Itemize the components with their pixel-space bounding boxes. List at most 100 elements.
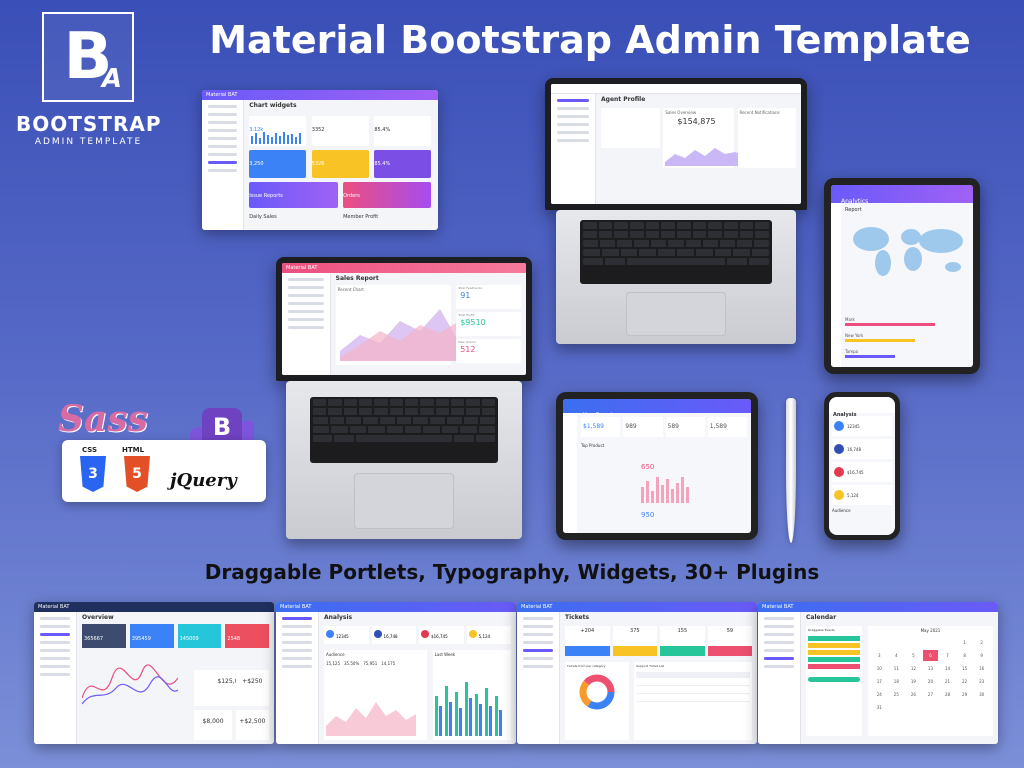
section-title: Support Ticket List xyxy=(636,664,665,668)
stat-value: +204 xyxy=(580,628,595,634)
calendar-day[interactable]: 17 xyxy=(876,679,882,684)
stat-value: 5,124 xyxy=(847,492,859,498)
calendar-day[interactable]: 2 xyxy=(980,640,983,645)
screen-title: Chart widgets xyxy=(249,102,297,109)
calendar-day[interactable]: 10 xyxy=(876,666,882,671)
legend-label: Mark xyxy=(845,317,855,322)
stat-value: 12345 xyxy=(336,634,349,639)
stat-value: $16,745 xyxy=(847,469,864,475)
kpi-value: 91 xyxy=(460,291,471,300)
calendar-day[interactable]: 28 xyxy=(944,692,951,697)
laptop-agent-profile: Agent Profile Sales Overview $154,875 Re… xyxy=(545,78,807,210)
price-value: +$250 xyxy=(242,678,263,685)
section-title: Recent Notifications xyxy=(739,110,780,115)
balance-value: $154,875 xyxy=(677,117,716,126)
tablet-analytics: Analytics Report Mark New York Tampa xyxy=(824,178,980,374)
logo-letter: B xyxy=(63,20,113,94)
calendar-day[interactable]: 11 xyxy=(893,666,899,671)
card-title: Member Profit xyxy=(343,214,379,220)
legend-label: Tampa xyxy=(845,349,859,354)
screen-title: Analysis xyxy=(324,614,353,621)
stat-value: $1,589 xyxy=(581,417,621,437)
calendar-day[interactable]: 26 xyxy=(910,692,916,697)
logo-sub-letter: A xyxy=(101,64,122,94)
calendar-month: May 2021 xyxy=(920,628,941,633)
brand-name: BOOTSTRAP xyxy=(16,112,162,136)
calendar-day[interactable]: 25 xyxy=(893,692,899,697)
section-title: Draggable Events xyxy=(808,628,835,632)
calendar-day[interactable]: 12 xyxy=(910,666,916,671)
calendar-day[interactable]: 31 xyxy=(876,705,882,710)
calendar-day[interactable]: 20 xyxy=(927,679,934,684)
card-title: Issue Reports xyxy=(249,193,283,199)
tech-badges: CSS 3 HTML 5 xyxy=(62,440,266,502)
calendar-day[interactable]: 8 xyxy=(963,653,966,658)
stat-value: 35.50% xyxy=(344,661,360,666)
thumb-analysis: Material BAT Analysis 12345 16,748 $16,7… xyxy=(276,602,516,744)
brand-text: BOOTSTRAP ADMIN TEMPLATE xyxy=(16,112,161,147)
brand-sub: ADMIN TEMPLATE xyxy=(34,137,143,147)
calendar-day[interactable]: 1 xyxy=(963,640,966,645)
screen-title: Analytics xyxy=(841,198,869,205)
kpi-label: New Orders xyxy=(458,340,476,344)
stat-value: 12345 xyxy=(847,423,860,429)
calendar-day[interactable]: 14 xyxy=(944,666,951,671)
calendar-day[interactable]: 30 xyxy=(979,692,985,697)
calendar-day[interactable]: 29 xyxy=(962,692,968,697)
screen-chart-widgets: Material BAT Chart widgets 3.12k 3352 85… xyxy=(202,90,438,230)
section-title: Tickets from per category xyxy=(567,664,606,668)
card-title: Orders xyxy=(343,193,360,199)
laptop-sales-report: Material BAT Sales Report Recent Chart T… xyxy=(276,257,532,381)
stat-value: 145009 xyxy=(177,624,222,648)
stat-value: 16,748 xyxy=(847,446,861,452)
calendar-day[interactable]: 21 xyxy=(944,679,951,684)
brand-logo: B A xyxy=(42,12,134,102)
calendar-blank xyxy=(906,637,921,648)
stat-value: 14,175 xyxy=(381,661,396,666)
calendar-day[interactable]: 4 xyxy=(895,653,898,658)
calendar-blank xyxy=(940,637,955,648)
html-label: HTML xyxy=(122,446,145,454)
screen-title: Sales Report xyxy=(335,275,379,282)
calendar-day[interactable]: 6 xyxy=(922,650,938,661)
price-value: $125,000 xyxy=(217,678,247,685)
app-name: Material BAT xyxy=(38,604,70,610)
world-map xyxy=(853,227,963,276)
jquery-logo: jQuery xyxy=(170,470,237,491)
feature-subtitle: Draggable Portlets, Typography, Widgets,… xyxy=(204,560,820,584)
laptop-base xyxy=(556,210,796,344)
page-title: Material Bootstrap Admin Template xyxy=(209,18,971,62)
calendar-day[interactable]: 19 xyxy=(910,679,916,684)
pencil xyxy=(786,398,796,543)
screen-title: Calendar xyxy=(806,614,837,621)
screen-title: Analysis xyxy=(833,412,857,418)
calendar-day[interactable]: 24 xyxy=(876,692,882,697)
calendar-day[interactable]: 13 xyxy=(927,666,934,671)
calendar-day[interactable]: 22 xyxy=(962,679,968,684)
calendar-blank xyxy=(872,637,887,648)
stat-value: 3352 xyxy=(311,127,325,133)
stat-value: 989 xyxy=(623,417,663,437)
calendar-day[interactable]: 3 xyxy=(878,653,881,658)
stat-value: 59 xyxy=(726,628,734,634)
thumb-calendar: Material BAT Calendar Draggable Events M… xyxy=(758,602,998,744)
app-name: Material BAT xyxy=(206,92,238,98)
section-title: Report xyxy=(845,207,862,213)
calendar-day[interactable]: 9 xyxy=(980,653,983,658)
price-value: +$2,500 xyxy=(239,718,266,725)
calendar-day[interactable]: 27 xyxy=(927,692,934,697)
calendar-day[interactable]: 23 xyxy=(979,679,985,684)
stat-value: 16,748 xyxy=(383,634,398,639)
stat-value: $16,745 xyxy=(431,634,448,639)
calendar-day[interactable]: 15 xyxy=(962,666,968,671)
app-name: Material BAT xyxy=(762,604,794,610)
stat-value: 85.4% xyxy=(374,161,391,167)
calendar-day[interactable]: 16 xyxy=(979,666,985,671)
calendar-day[interactable]: 7 xyxy=(946,653,949,658)
section-title: Recent Chart xyxy=(337,287,364,292)
calendar-blank xyxy=(923,637,938,648)
calendar-day[interactable]: 5 xyxy=(912,653,915,658)
calendar-day[interactable]: 18 xyxy=(893,679,899,684)
screen-title: Overview xyxy=(82,614,114,621)
